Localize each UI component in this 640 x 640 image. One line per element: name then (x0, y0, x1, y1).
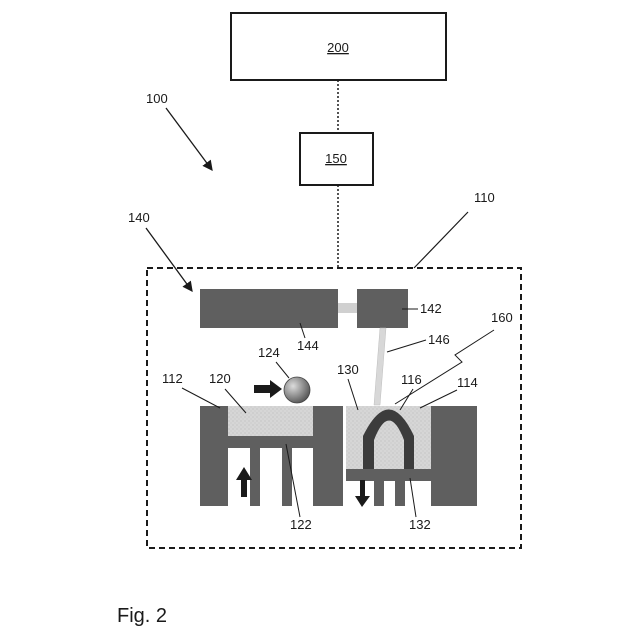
scanner-label: 144 (297, 338, 319, 353)
build-platform (346, 469, 431, 481)
recoater-leader (276, 362, 289, 378)
apparatus-label: 110 (474, 190, 495, 205)
supply-tank-label: 112 (162, 371, 183, 386)
build-chamber-leader (348, 379, 358, 410)
recoater-label: 124 (258, 345, 280, 360)
supply-up-arrow (236, 467, 252, 497)
supply-powder (228, 406, 313, 436)
laser-source-label: 142 (420, 301, 442, 316)
part-label: 116 (401, 372, 422, 387)
recoater-arrow (254, 380, 282, 398)
build-piston-left (374, 481, 384, 506)
supply-piston-left (250, 448, 260, 506)
build-platform-label: 132 (409, 517, 431, 532)
build-chamber-label: 130 (337, 362, 359, 377)
supply-tank-left-wall (200, 406, 228, 506)
controller-box-label: 150 (325, 151, 347, 166)
computer-box-label: 200 (327, 40, 349, 55)
supply-platform-label: 122 (290, 517, 312, 532)
build-piston-right (395, 481, 405, 506)
powder-bed-label: 120 (209, 371, 231, 386)
build-platform-leader (410, 478, 416, 517)
system-label: 100 (146, 91, 168, 106)
supply-tank-leader (182, 388, 220, 408)
figure-caption: Fig. 2 (117, 605, 167, 627)
supply-piston-right (282, 448, 292, 506)
supply-platform (228, 436, 313, 448)
laser-beam (374, 328, 386, 405)
system-leader-arrow (166, 108, 212, 170)
apparatus-leader (414, 212, 468, 268)
recoater-ball (284, 377, 310, 403)
melt-zone-label: 160 (491, 310, 513, 325)
build-chamber-right-wall (431, 406, 477, 506)
laser-unit-leader-arrow (146, 228, 192, 291)
supply-tank-right-wall (313, 406, 343, 506)
beam-leader (387, 340, 426, 352)
laser-source-block (357, 289, 408, 328)
laser-unit-label: 140 (128, 210, 150, 225)
build-down-arrow (355, 480, 370, 507)
build-surface-label: 114 (457, 375, 478, 390)
beam-label: 146 (428, 332, 450, 347)
scanner-block (200, 289, 338, 328)
scanner-laser-connector (338, 303, 358, 313)
build-surface-leader (420, 390, 457, 408)
